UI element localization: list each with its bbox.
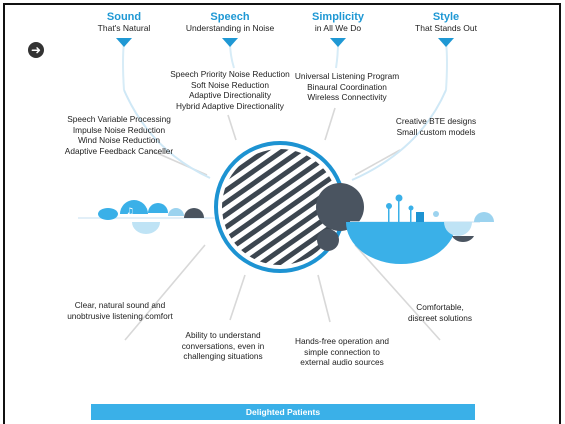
feature-item: Binaural Coordination [307,81,387,92]
benefit-line: Comfortable, [416,302,464,312]
column-style: Style That Stands Out [386,11,506,33]
frame-border [3,3,561,424]
feature-item: Wireless Connectivity [307,92,387,102]
column-subtitle-style: That Stands Out [415,23,477,33]
benefit-line: simple connection to [304,346,380,357]
feature-item: Speech Priority Noise Reduction [170,69,290,79]
feature-item: Hybrid Adaptive Directionality [176,100,284,111]
right-decor [346,194,494,264]
marker-simplicity-icon [330,38,346,47]
feature-item: Universal Listening Program [294,71,400,81]
feature-item: Adaptive Feedback Canceller [64,145,174,156]
disc-dark-dot-small [317,229,339,251]
column-subtitle-sound: That's Natural [97,23,151,33]
footer-label: Delighted Patients [245,407,321,417]
benefit-line: unobtrusive listening comfort [67,310,173,321]
marker-speech-icon [222,38,238,47]
feature-list-simplicity: Universal Listening Program Binaural Coo… [282,71,412,103]
feature-item: Creative BTE designs [395,116,477,126]
central-disc [214,141,364,273]
column-title-speech: Speech [210,11,250,23]
music-note-icon: ♫ [126,207,134,217]
benefit-line: Clear, natural sound and [74,300,166,310]
benefit-speech: Ability to understand conversations, eve… [168,330,278,362]
marker-sound-icon [116,38,132,47]
benefit-style: Comfortable, discreet solutions [390,302,490,323]
benefit-line: challenging situations [183,351,263,361]
feature-item: Soft Noise Reduction [191,79,269,90]
top-markers [116,38,454,47]
benefit-line: external audio sources [300,357,384,367]
benefit-simplicity: Hands-free operation and simple connecti… [282,336,402,368]
feature-item: Wind Noise Reduction [77,135,161,145]
feature-list-speech: Speech Priority Noise Reduction Soft Noi… [150,69,310,111]
feature-list-style: Creative BTE designs Small custom models [376,116,496,137]
column-subtitle-simplicity: in All We Do [314,23,362,33]
radial-spokes [124,107,441,341]
column-speech: Speech Understanding in Noise [170,11,290,33]
curved-connectors [123,89,447,181]
benefit-sound: Clear, natural sound and unobtrusive lis… [50,300,190,321]
column-sound: Sound That's Natural [64,11,184,33]
marker-style-icon [438,38,454,47]
benefit-line: conversations, even in [181,340,265,351]
column-subtitle-speech: Understanding in Noise [185,23,275,33]
feature-list-sound: Speech Variable Processing Impulse Noise… [44,114,194,156]
benefit-line: Hands-free operation and [294,336,390,346]
benefit-line: Ability to understand [185,330,261,340]
feature-item: Impulse Noise Reduction [72,124,166,135]
feature-item: Adaptive Directionality [188,90,272,100]
delighted-patients-bar: Delighted Patients [91,404,475,420]
feature-item: Small custom models [396,126,476,137]
column-simplicity: Simplicity in All We Do [278,11,398,33]
left-decor: ♫ [78,200,215,234]
column-title-sound: Sound [106,11,142,23]
column-title-simplicity: Simplicity [312,11,364,23]
arrow-right-circle-icon[interactable]: ➜ [28,42,44,58]
benefit-line: discreet solutions [407,312,473,323]
column-title-style: Style [432,11,460,23]
feature-item: Speech Variable Processing [67,114,171,124]
disc-dark-dot-large [316,183,364,231]
